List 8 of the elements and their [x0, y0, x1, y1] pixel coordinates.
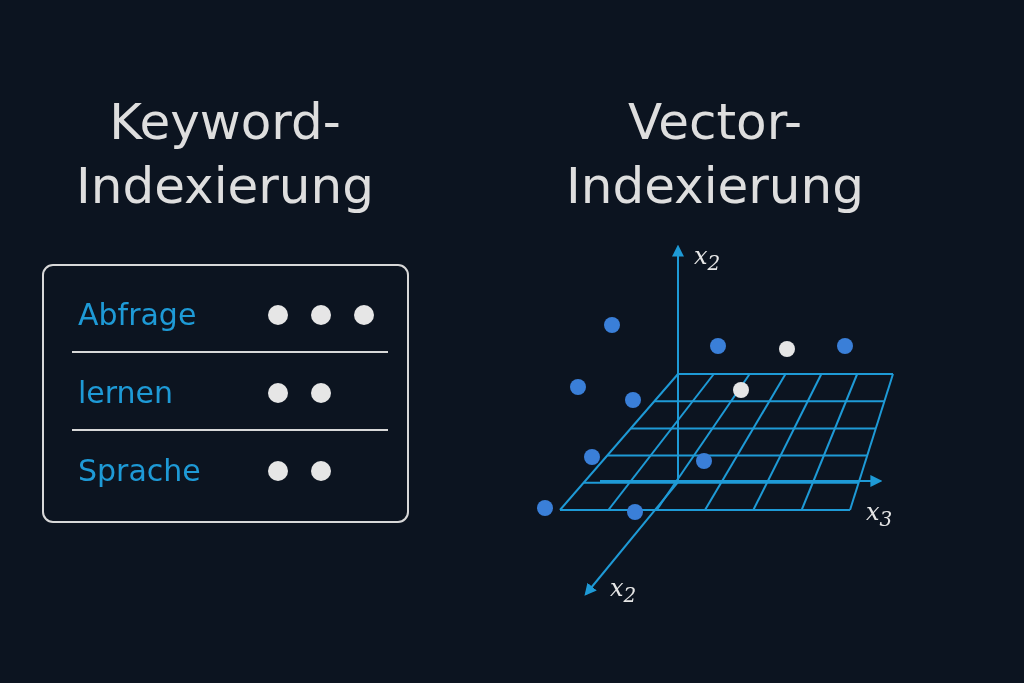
keyword-label: Abfrage: [78, 297, 197, 333]
keyword-label: lernen: [78, 375, 174, 411]
axis-label: x$_{3}$: [866, 498, 893, 531]
section-heading: Keyword- Indexierung: [75, 92, 375, 217]
keyword-label: Sprache: [78, 453, 201, 489]
section-heading: Vector- Indexierung: [565, 92, 865, 217]
axis-label: x$_{2}$: [694, 242, 721, 275]
axis-label: x$_{2}$: [610, 574, 637, 607]
